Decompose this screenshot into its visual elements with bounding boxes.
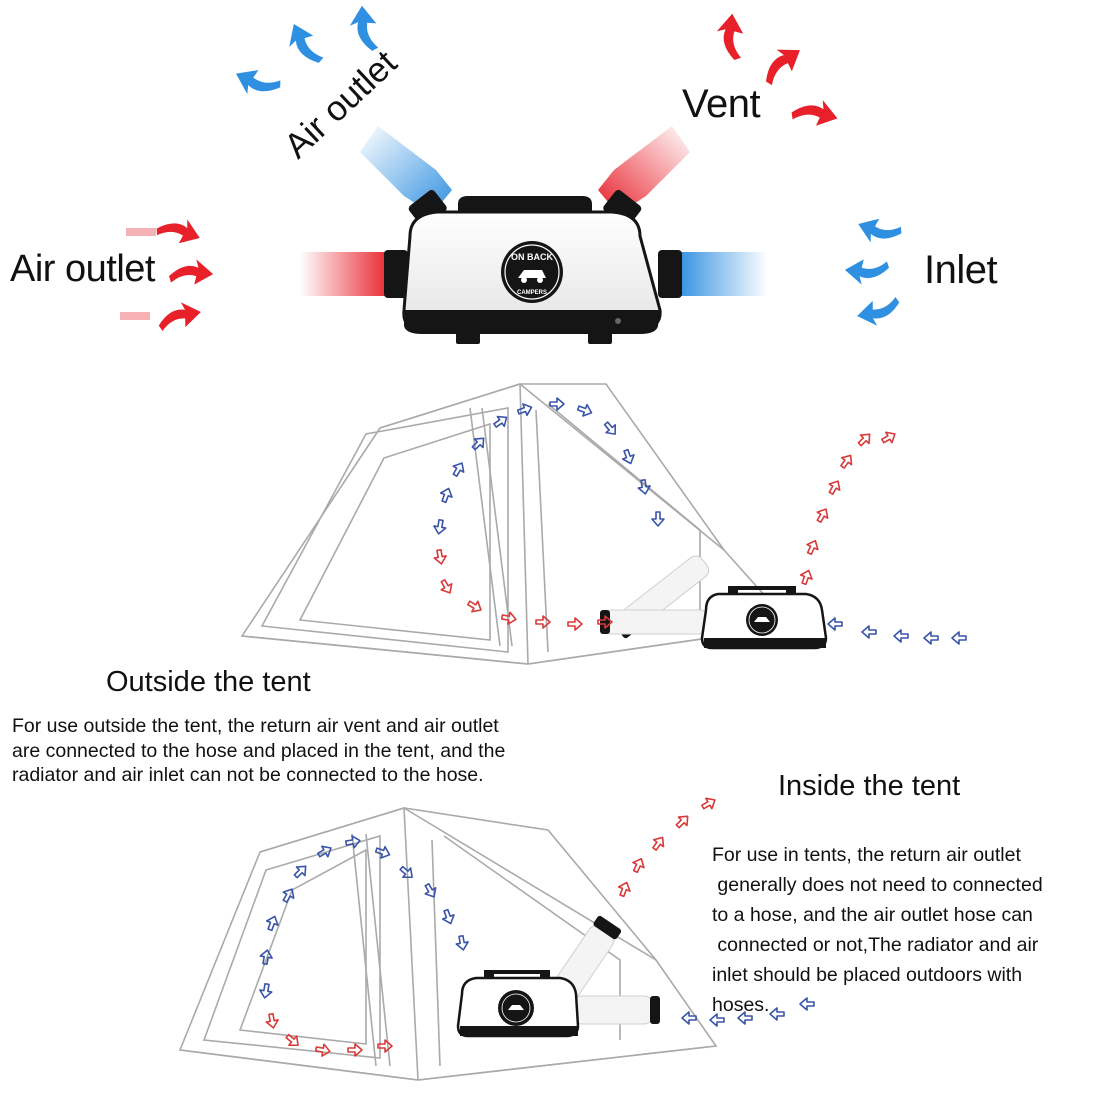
cold-flow-inside-arrow: [454, 934, 471, 952]
svg-text:ON BACK: ON BACK: [511, 252, 553, 262]
cold-inlet-arrow: [951, 631, 967, 645]
hot-exhaust-arrow: [879, 428, 899, 447]
hot-exhaust-inside-arrow: [672, 811, 693, 832]
inside-line-1: For use in tents, the return air outlet: [712, 844, 1021, 866]
warm-return-arrow: [437, 577, 456, 597]
cold-air-arrows-right: [844, 213, 904, 331]
brand-logo: ON BACK CAMPERS: [501, 241, 563, 303]
inside-line-5: inlet should be placed outdoors with: [712, 964, 1023, 986]
tent-inside-illustration: [178, 806, 718, 1081]
cold-inlet-arrow: [827, 617, 843, 631]
cold-flow-inside-arrow: [421, 881, 440, 901]
carry-handle: [458, 196, 592, 222]
warm-return-arrow: [432, 548, 449, 566]
warm-return-inside-arrow: [314, 1042, 332, 1059]
cold-flow-inside-arrow: [373, 843, 393, 862]
unit-inside-tent: [456, 915, 660, 1038]
inlet-label: Inlet: [924, 248, 998, 292]
hot-exhaust-arrow: [836, 451, 857, 472]
hot-exhaust-inside-arrow: [615, 879, 634, 899]
inside-line-6: hoses.: [712, 994, 770, 1016]
cold-inlet-arrow: [893, 629, 909, 643]
outside-line-2: are connected to the hose and placed in …: [12, 739, 506, 762]
hot-exhaust-arrow: [813, 505, 832, 525]
inside-tent-description: For use in tents, the return air outlet …: [712, 840, 1043, 1020]
outside-line-3: radiator and air inlet can not be connec…: [12, 764, 484, 786]
cold-flow-arrow: [515, 400, 535, 419]
svg-text:CAMPERS: CAMPERS: [517, 290, 547, 296]
cold-flow-inside-arrow: [315, 842, 335, 861]
unit-outside-tent: [600, 555, 828, 650]
hot-exhaust-inside-arrow: [648, 833, 669, 854]
cold-flow-inside-arrow: [439, 907, 458, 927]
cold-flow-arrow: [575, 401, 595, 420]
inside-line-3: to a hose, and the air outlet hose can: [712, 904, 1033, 926]
cold-inlet-arrow: [861, 625, 877, 639]
cold-flow-arrow: [651, 511, 665, 527]
cold-inlet-arrow: [923, 631, 939, 645]
outside-tent-description: For use outside the tent, the return air…: [12, 714, 505, 788]
hot-exhaust-inside-arrow: [699, 794, 719, 813]
hot-air-arrows-left: [120, 212, 214, 334]
cold-flow-arrow: [619, 447, 638, 467]
hot-exhaust-arrow: [854, 429, 875, 450]
hot-air-plume-left: [300, 252, 392, 296]
warm-return-inside-arrow: [264, 1012, 281, 1030]
cold-flow-arrow: [600, 418, 621, 439]
warm-return-arrow: [465, 597, 485, 616]
inside-tent-heading: Inside the tent: [778, 770, 961, 802]
inside-line-4: connected or not,The radiator and air: [712, 934, 1039, 956]
hot-exhaust-arrow: [825, 477, 844, 497]
air-outlet-left-label: Air outlet: [10, 248, 155, 290]
hot-exhaust-arrow: [797, 567, 816, 587]
hot-exhaust-arrow: [803, 537, 822, 557]
cold-air-plume-right: [676, 252, 768, 296]
vent-label: Vent: [682, 82, 761, 126]
inside-line-2: generally does not need to connected: [712, 874, 1043, 896]
warm-return-arrow: [535, 615, 551, 629]
cold-flow-arrow: [437, 485, 456, 505]
hot-exhaust-inside-arrow: [629, 855, 648, 875]
top-unit-illustration: ON BACK CAMPERS: [300, 126, 768, 344]
warm-return-arrow: [567, 617, 583, 631]
cold-flow-arrow: [431, 518, 448, 536]
outside-line-1: For use outside the tent, the return air…: [12, 715, 499, 737]
cold-flow-inside-arrow: [257, 982, 274, 1000]
cold-flow-inside-arrow: [258, 948, 275, 966]
cold-flow-inside-arrow: [290, 861, 311, 882]
warm-return-inside-arrow: [282, 1030, 303, 1051]
outside-tent-heading: Outside the tent: [106, 666, 311, 698]
cold-flow-arrow: [449, 459, 468, 479]
